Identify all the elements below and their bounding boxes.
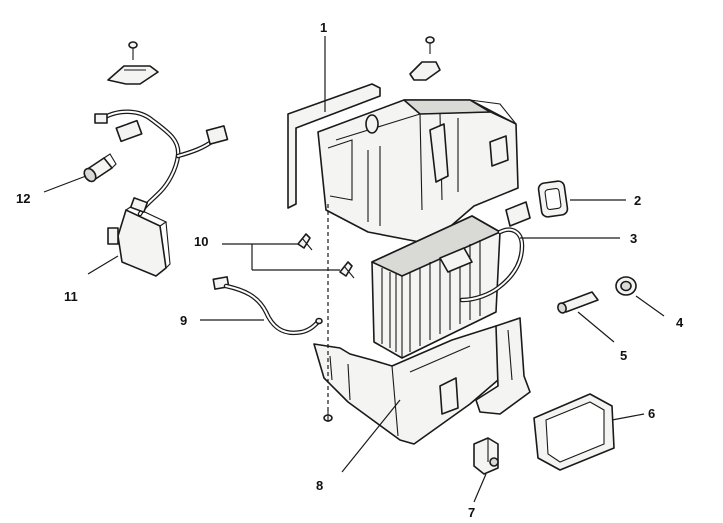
callout-3: 3 [630,231,637,246]
leader-lines [43,36,665,503]
control-module [107,197,171,277]
clip-upper [297,233,313,251]
callout-11: 11 [64,289,78,304]
screw-bottom [323,410,333,422]
callout-10: 10 [194,234,208,249]
filter-frame [533,393,615,471]
callout-8: 8 [316,478,323,493]
expansion-valve-pipes [439,201,531,303]
clip-lower [339,261,355,279]
drain-cap [615,276,637,296]
callout-5: 5 [620,348,627,363]
upper-case [287,83,519,245]
callout-2: 2 [634,193,641,208]
callout-6: 6 [648,406,655,421]
bracket-top-left [107,65,159,85]
screw-top-left [128,41,138,60]
callout-numbers: 1 2 3 4 5 6 7 8 9 10 11 12 [16,20,684,520]
bracket-top-right [409,61,441,81]
callout-1: 1 [320,20,327,35]
thermistor [557,291,599,314]
lead-wire [212,276,323,336]
seal-grommet [537,180,569,218]
wiring-harness [94,109,229,217]
screw-top-right [425,36,435,54]
callout-4: 4 [676,315,684,330]
callout-9: 9 [180,313,187,328]
lower-case [313,317,531,445]
callout-7: 7 [468,505,475,520]
resistor-switch [473,437,499,475]
evaporator-core [371,215,501,359]
callout-12: 12 [16,191,30,206]
sensor-plug [83,153,117,183]
